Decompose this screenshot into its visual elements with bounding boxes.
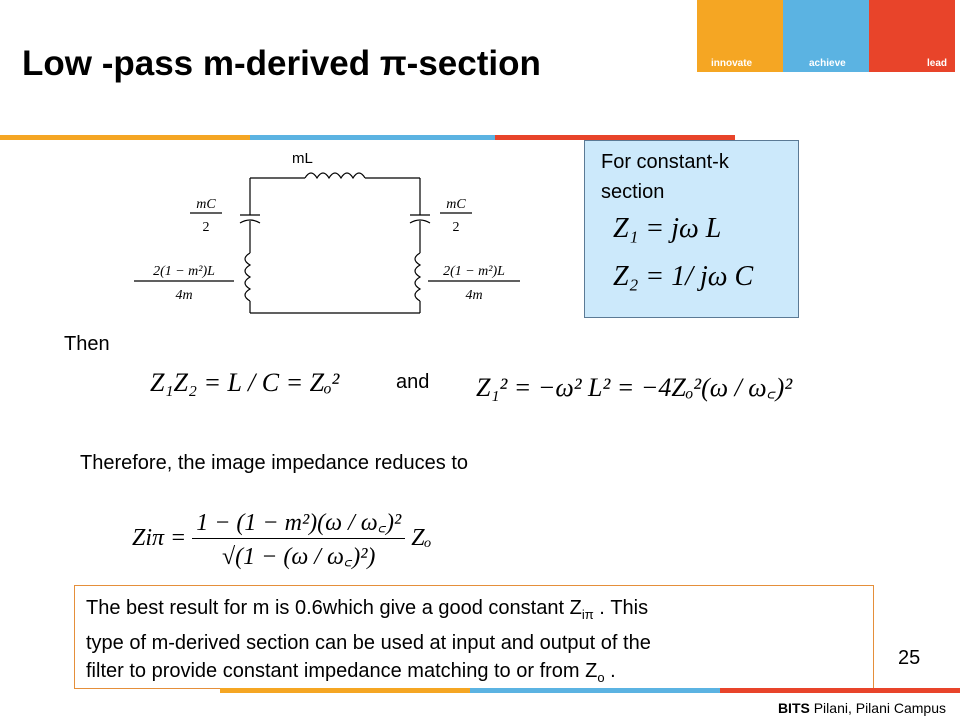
logo-innovate-text: innovate — [711, 58, 753, 69]
left-inductor-numerator: 2(1 − m²)L — [153, 264, 215, 279]
formula-denominator: √(1 − (ω / ω꜀)²) — [222, 543, 376, 570]
left-capacitor-denominator: 2 — [203, 220, 210, 235]
logo-achieve-text: achieve — [809, 58, 846, 69]
logo-lead-text: lead — [926, 58, 947, 69]
logo-achieve-block: achieve — [783, 0, 869, 72]
pi-section-circuit: mL mC 2 mC 2 2(1 − m²)L 4m 2(1 − m²)L 4m — [134, 150, 520, 314]
then-label: Then — [64, 333, 110, 355]
logo-lead-block: lead — [869, 0, 955, 72]
and-label: and — [396, 371, 430, 393]
left-inductor-denominator: 4m — [175, 288, 192, 303]
header-color-bar — [0, 135, 735, 140]
page-number: 25 — [898, 647, 921, 669]
right-inductor-denominator: 4m — [465, 288, 482, 303]
note-line1-subscript: iπ — [581, 607, 594, 622]
equation-z1-squared: Z₁² = −ω² L² = −4Zₒ²(ω / ω꜀)² — [476, 373, 793, 402]
footer-campus-name: Pilani, Pilani Campus — [809, 700, 946, 716]
formula-numerator: 1 − (1 − m²)(ω / ω꜀)² — [192, 505, 406, 539]
formula-lhs: Ziπ = — [132, 524, 187, 551]
constant-k-heading: For constant-k section — [601, 151, 729, 203]
constant-k-box: For constant-k section Z₁ = jω L Z₂ = 1/… — [584, 140, 799, 318]
note-line1-end: . This — [593, 597, 649, 619]
footer-campus: BITS Pilani, Pilani Campus — [778, 700, 946, 716]
constant-k-z1: Z₁ = jω L — [613, 213, 722, 244]
bits-logo: innovate achieve lead — [697, 0, 955, 72]
right-capacitor-denominator: 2 — [453, 220, 460, 235]
right-capacitor-numerator: mC — [446, 197, 466, 212]
footer-color-bar — [220, 688, 960, 693]
note-line3-end: . — [604, 660, 616, 682]
note-box: The best result for m is 0.6which give a… — [74, 585, 874, 689]
slide-title: Low -pass m-derived π-section — [22, 44, 541, 83]
note-line1: The best result for m is 0.6which give a… — [86, 597, 582, 619]
right-inductor-numerator: 2(1 − m²)L — [443, 264, 505, 279]
note-line2: type of m-derived section can be used at… — [86, 632, 651, 654]
formula-rhs: Zₒ — [411, 524, 432, 551]
note-line3: filter to provide constant impedance mat… — [86, 660, 598, 682]
footer-bits: BITS — [777, 700, 810, 716]
equation-z1z2: Z₁Z₂ = L / C = Zₒ² — [150, 368, 340, 397]
series-inductor-label: mL — [292, 150, 313, 167]
image-impedance-formula: Ziπ = 1 − (1 − m²)(ω / ω꜀)² √(1 − (ω / ω… — [132, 496, 431, 580]
note-line3-subscript: o — [597, 670, 605, 685]
note-text: The best result for m is 0.6which give a… — [86, 594, 866, 692]
left-capacitor-numerator: mC — [196, 197, 216, 212]
logo-innovate-block: innovate — [697, 0, 783, 72]
constant-k-z2: Z₂ = 1/ jω C — [613, 261, 754, 292]
therefore-text: Therefore, the image impedance reduces t… — [80, 452, 468, 474]
